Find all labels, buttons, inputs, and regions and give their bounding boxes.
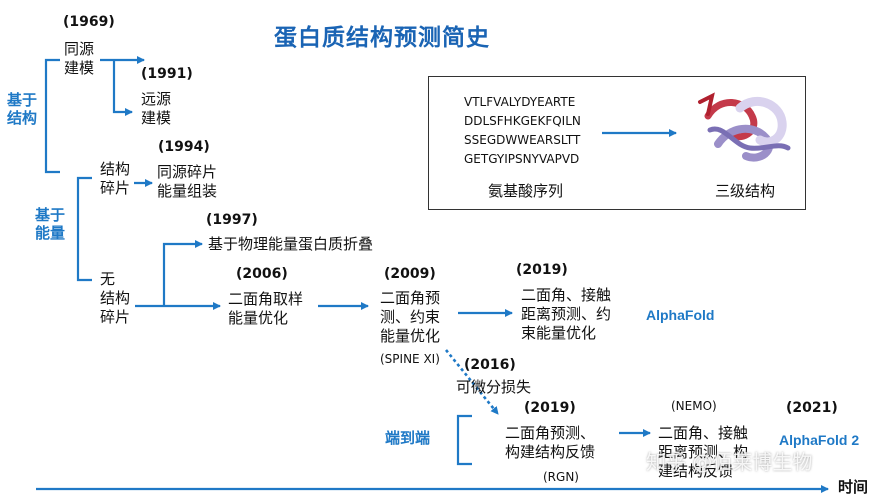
node-spine-prediction: 二面角预 测、约束 能量优化: [380, 289, 441, 345]
node-alphafold-method: 二面角、接触 距离预测、约 束能量优化: [521, 286, 612, 342]
arrow-physics: [162, 240, 203, 306]
node-homology-fragment-assembly: 同源碎片 能量组装: [157, 163, 218, 200]
node-no-fragments: 无 结构 碎片: [100, 270, 131, 326]
label-amino-acid-sequence: 氨基酸序列: [488, 182, 564, 200]
node-structure-fragments: 结构 碎片: [100, 160, 131, 197]
node-differentiable-loss: 可微分损失: [456, 378, 532, 396]
arrow-dotted-diff: [444, 349, 500, 415]
sequence-line-1: VTLFVALYDYEARTE: [464, 95, 576, 109]
label-nemo: (NEMO): [671, 399, 717, 413]
year-2009: (2009): [384, 266, 436, 282]
protein-structure-image: [698, 92, 791, 162]
year-1969: (1969): [63, 14, 115, 30]
year-1994: (1994): [158, 139, 210, 155]
node-rgn-method: 二面角预测、 构建结构反馈: [505, 424, 596, 461]
sequence-structure-panel: [428, 76, 806, 210]
page-title: 蛋白质结构预测简史: [274, 25, 490, 51]
category-energy: 基于 能量: [35, 206, 66, 242]
sequence-line-3: SSEGDWWEARSLTT: [464, 133, 581, 147]
label-alphafold-2: AlphaFold 2: [779, 432, 860, 448]
bracket-structure: [44, 58, 60, 174]
category-structure: 基于 结构: [7, 91, 38, 127]
arrow-homology-down: [112, 60, 133, 116]
year-2019-rgn: (2019): [524, 400, 576, 416]
label-rgn: (RGN): [543, 470, 579, 484]
time-axis-label: 时间: [838, 478, 869, 496]
sequence-line-2: DDLSFHKGEKFQILN: [464, 114, 581, 128]
label-tertiary-structure: 三级结构: [715, 182, 776, 200]
node-remote-modeling: 远源 建模: [141, 90, 172, 127]
year-2019-alphafold: (2019): [516, 262, 568, 278]
year-1991: (1991): [141, 66, 193, 82]
node-homology-modeling: 同源 建模: [64, 40, 95, 77]
label-spine-xi: (SPINE XI): [380, 352, 440, 366]
label-alphafold: AlphaFold: [646, 307, 715, 323]
node-physics-folding: 基于物理能量蛋白质折叠: [208, 235, 374, 253]
watermark: 知乎 @佰莱博生物: [646, 450, 813, 474]
year-2021: (2021): [786, 400, 838, 416]
bracket-end-to-end: [456, 414, 472, 466]
bracket-energy: [76, 176, 92, 282]
category-end-to-end: 端到端: [385, 429, 431, 447]
sequence-line-4: GETGYIPSNYVAPVD: [464, 152, 580, 166]
node-dihedral-sampling: 二面角取样 能量优化: [228, 290, 304, 327]
year-2016: (2016): [464, 357, 516, 373]
year-2006: (2006): [236, 266, 288, 282]
year-1997: (1997): [206, 212, 258, 228]
node-nemo-method: 二面角、接触 距离预测、构 建结构反馈: [658, 424, 749, 480]
